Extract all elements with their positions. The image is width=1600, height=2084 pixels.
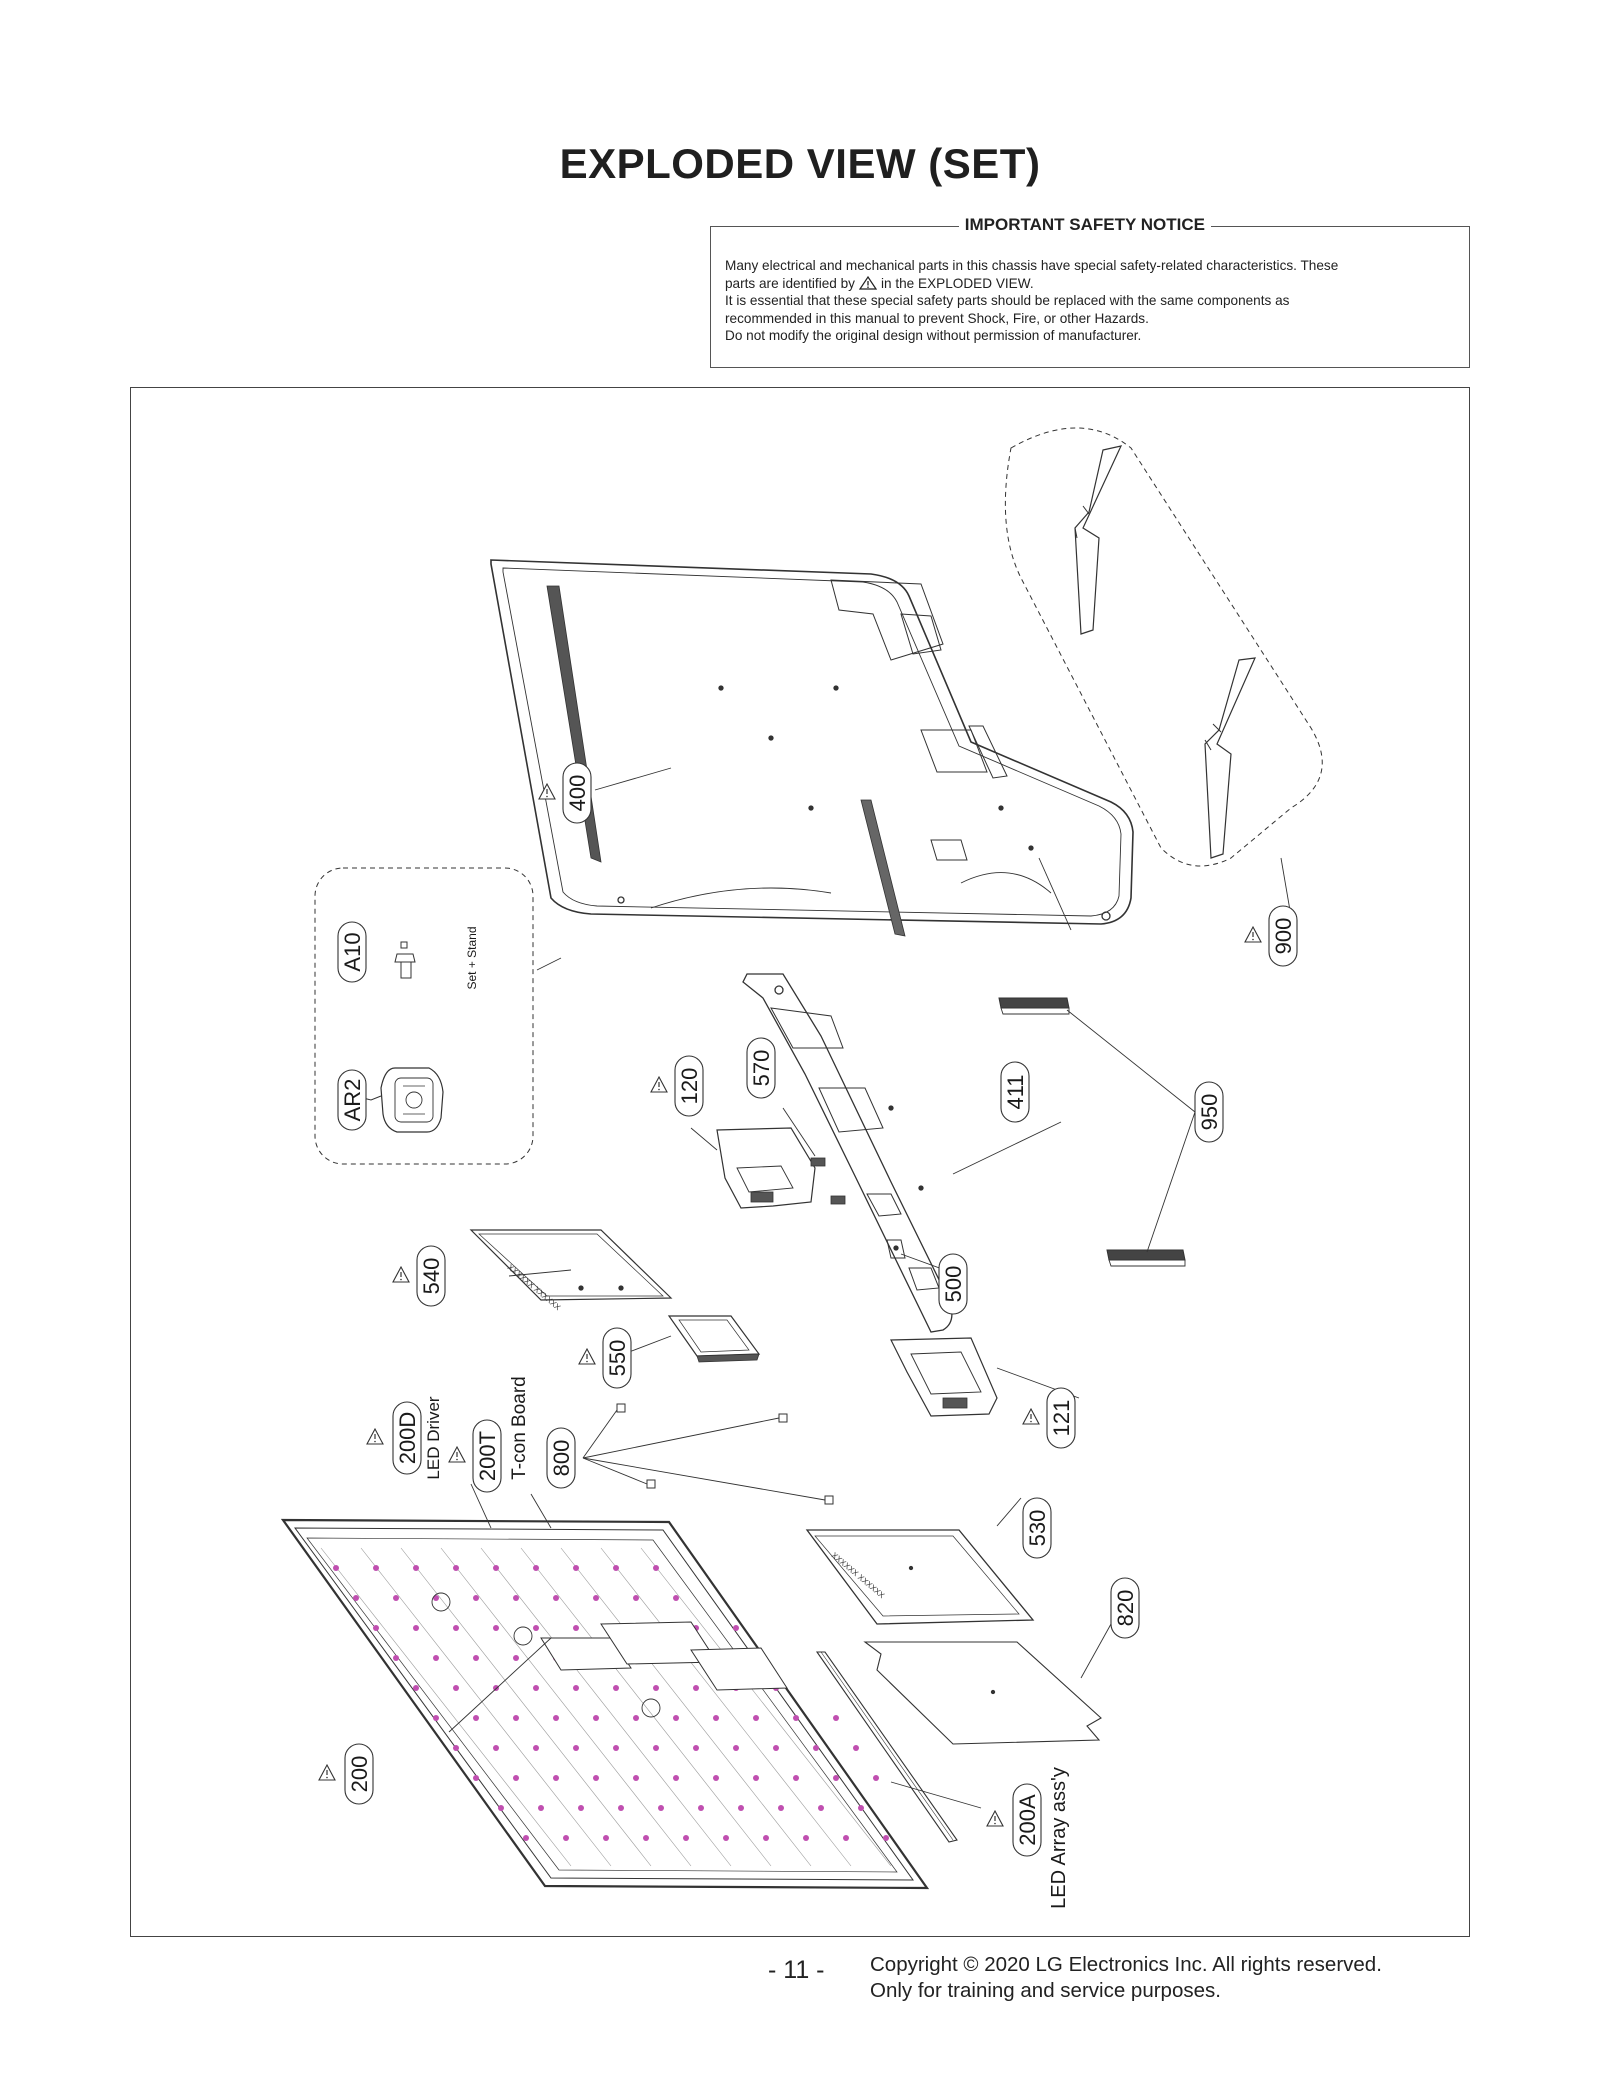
callout-411: 411 (1000, 1061, 1030, 1123)
svg-text:570: 570 (749, 1050, 774, 1087)
svg-text:530: 530 (1025, 1510, 1050, 1547)
callout-200d: 200D (392, 1401, 422, 1475)
callout-530: 530 (1022, 1497, 1052, 1559)
part-500 (886, 1239, 906, 1259)
svg-text:200T: 200T (475, 1431, 500, 1481)
notice-line-2-post: in the EXPLODED VIEW. (880, 275, 1034, 291)
screw-800-part (582, 1403, 834, 1505)
callout-400: 400 (562, 762, 592, 824)
callout-ar2: AR2 (337, 1069, 367, 1131)
callout-a10: A10 (337, 921, 367, 983)
exploded-view-drawing: XXXXXX XXXXXX (280, 427, 1323, 1909)
callout-900: 900 (1268, 905, 1298, 967)
svg-text:540: 540 (419, 1258, 444, 1295)
svg-text:LED Array ass'y: LED Array ass'y (1048, 1767, 1070, 1909)
safety-notice-box: IMPORTANT SAFETY NOTICE Many electrical … (710, 215, 1470, 368)
callout-570: 570 (746, 1037, 776, 1099)
set-stand-label: Set + Stand (465, 926, 479, 989)
insulator-820-part (863, 1641, 1102, 1745)
svg-text:XXXXXX XXXXXX: XXXXXX XXXXXX (830, 1551, 887, 1601)
page-number: - 11 - (768, 1956, 825, 1984)
panel-200-part (280, 1518, 930, 1890)
cover-120-part (716, 1127, 816, 1209)
stand-part (1004, 427, 1323, 929)
warning-triangle-icon (858, 275, 877, 290)
callout-200: 200 (344, 1743, 374, 1805)
main-board-540-part: XXXXXX XXXXXX (469, 1229, 673, 1313)
svg-text:Set + Stand: Set + Stand (465, 926, 479, 989)
notice-line-3: It is essential that these special safet… (725, 293, 1290, 308)
svg-text:XXXXXX XXXXXX: XXXXXX XXXXXX (506, 1263, 563, 1313)
notice-line-4: recommended in this manual to prevent Sh… (725, 310, 1149, 326)
svg-text:200A: 200A (1015, 1794, 1040, 1846)
svg-text:LED Driver: LED Driver (424, 1396, 443, 1479)
training-line: Only for training and service purposes. (870, 1979, 1221, 2002)
footer-copyright: Copyright © 2020 LG Electronics Inc. All… (870, 1952, 1382, 2004)
bracket-950-part (998, 997, 1186, 1267)
svg-text:800: 800 (549, 1440, 574, 1477)
rear-frame-part (742, 973, 953, 1333)
tcon-530-part: XXXXXX XXXXXX (805, 1529, 1035, 1625)
led-array-200a-part (815, 1651, 958, 1843)
svg-text:400: 400 (565, 775, 590, 812)
callout-200a: 200A (1012, 1783, 1042, 1857)
svg-text:A10: A10 (340, 932, 365, 971)
svg-text:120: 120 (677, 1068, 702, 1105)
page-title: EXPLODED VIEW (SET) (559, 140, 1041, 187)
tcon-board-label: T-con Board (509, 1376, 530, 1480)
svg-text:900: 900 (1271, 918, 1296, 955)
svg-text:121: 121 (1049, 1400, 1074, 1437)
exploded-view-diagram: XXXXXX XXXXXX (130, 387, 1470, 1937)
callouts: 400 900 A10 Set + Stand AR2 120 57 (318, 762, 1298, 1909)
svg-text:200: 200 (347, 1756, 372, 1793)
power-board-550-part (667, 1315, 761, 1363)
part-570 (810, 1157, 846, 1205)
notice-line-2-pre: parts are identified by (725, 275, 855, 291)
svg-text:500: 500 (941, 1266, 966, 1303)
callout-540: 540 (416, 1245, 446, 1307)
svg-text:411: 411 (1003, 1074, 1028, 1109)
svg-text:820: 820 (1113, 1590, 1138, 1627)
callout-550: 550 (602, 1327, 632, 1389)
notice-line-2: parts are identified by in the EXPLODED V… (725, 275, 1455, 293)
copyright-line: Copyright © 2020 LG Electronics Inc. All… (870, 1953, 1382, 1976)
callout-800: 800 (546, 1427, 576, 1489)
svg-text:T-con Board: T-con Board (509, 1376, 530, 1480)
led-driver-label: LED Driver (424, 1396, 443, 1479)
callout-120: 120 (674, 1055, 704, 1117)
svg-text:950: 950 (1197, 1094, 1222, 1131)
callout-500: 500 (938, 1253, 968, 1315)
callout-950: 950 (1194, 1081, 1224, 1143)
notice-line-5: Do not modify the original design withou… (725, 328, 1142, 343)
svg-text:200D: 200D (395, 1412, 420, 1465)
svg-text:AR2: AR2 (340, 1079, 365, 1122)
svg-text:550: 550 (605, 1340, 630, 1377)
leader-lines (448, 767, 1196, 1809)
led-array-label: LED Array ass'y (1048, 1767, 1070, 1909)
safety-notice-body: Many electrical and mechanical parts in … (725, 257, 1455, 345)
callout-820: 820 (1110, 1577, 1140, 1639)
callout-121: 121 (1046, 1387, 1076, 1449)
safety-notice-heading: IMPORTANT SAFETY NOTICE (958, 215, 1211, 235)
notice-line-1: Many electrical and mechanical parts in … (725, 258, 1339, 273)
callout-200t: 200T (472, 1419, 502, 1493)
back-cover-part (490, 559, 1134, 937)
